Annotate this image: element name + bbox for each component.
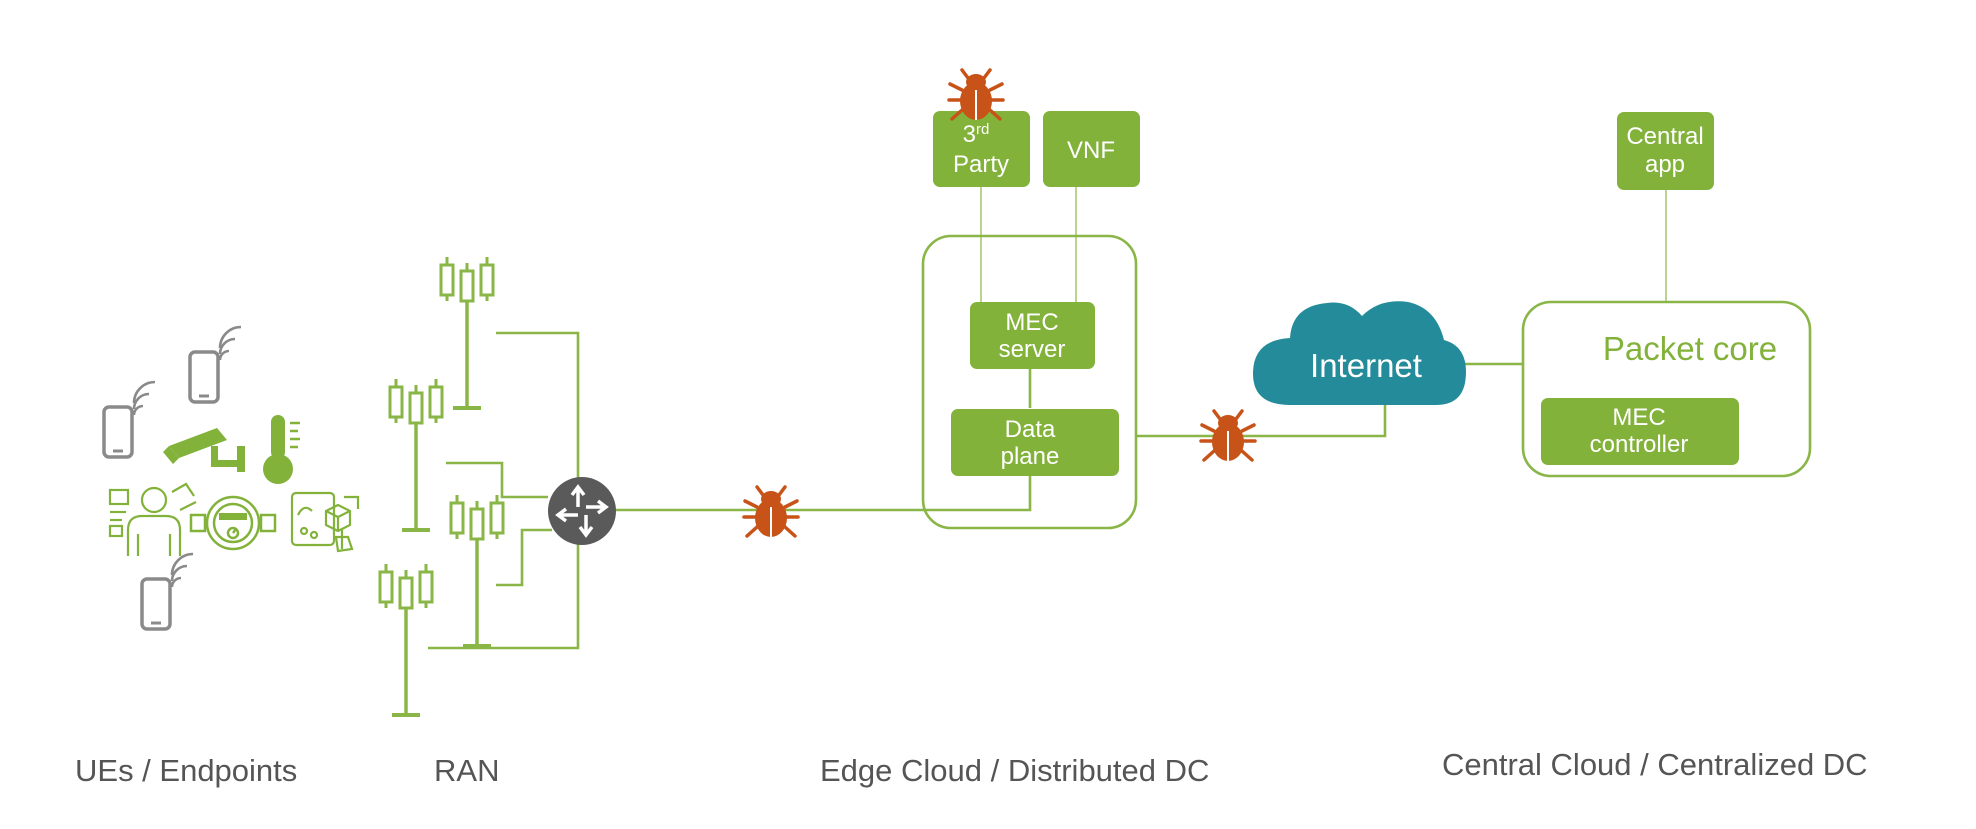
edge-to-internet-link [1136,405,1387,438]
packet-core-container [1521,300,1812,478]
person-ar-icon [108,482,197,556]
wifi-signal-icon [170,552,195,589]
central-app-box[interactable]: Central app [1617,112,1714,190]
mec-controller-label-2: controller [1590,431,1689,458]
thin-lines [980,186,1667,302]
ar-tablet-icon [290,491,360,553]
thermometer-icon [263,415,300,484]
central-app-label-2: app [1645,151,1685,178]
third-party-label: Party [953,151,1009,178]
tower1-link [496,331,580,485]
vnf-label: VNF [1067,137,1115,164]
router-icon[interactable] [548,477,616,545]
router-to-edge-link [616,476,1032,512]
third-party-sup-suffix: rd [976,121,989,138]
water-meter-icon [189,495,277,551]
bug-icon [947,68,1005,122]
vnf-box[interactable]: VNF [1043,111,1140,187]
data-plane-label-1: Data [1005,416,1056,443]
endpoint-devices [102,325,360,631]
mec-server-label-1: MEC [1005,309,1058,336]
smartphone-icon [140,577,172,631]
third-party-box[interactable]: 3rd Party [933,111,1030,187]
data-plane-label-2: plane [1001,443,1060,470]
edge-cloud-container [921,234,1138,530]
cell-tower-icon [388,377,444,532]
section-label-edge: Edge Cloud / Distributed DC [820,753,1209,788]
section-label-ran: RAN [434,753,499,788]
tower4-link [428,540,580,650]
packet-core-label: Packet core [1603,330,1777,367]
section-label-endpoints: UEs / Endpoints [75,753,297,788]
section-label-central: Central Cloud / Centralized DC [1442,747,1868,782]
tower3-link [496,528,552,587]
ran-towers [378,255,505,717]
cell-tower-icon [439,255,495,410]
mec-controller-label-1: MEC [1612,404,1665,431]
wifi-signal-icon [218,325,243,362]
security-camera-icon [163,428,245,472]
third-party-sup: 3 [963,121,976,148]
wifi-signal-icon [132,380,157,417]
bug-icon [742,485,800,539]
mec-controller-box[interactable]: MEC controller [1541,398,1739,465]
mec-server-label-2: server [999,336,1066,363]
smartphone-icon [188,350,220,404]
cell-tower-icon [378,562,434,717]
mec-server-box[interactable]: MEC server [970,302,1095,369]
tower2-link [446,461,548,499]
svg-text:3rd: 3rd [963,121,990,148]
central-app-label-1: Central [1626,123,1703,150]
internet-label: Internet [1310,347,1422,384]
data-plane-box[interactable]: Data plane [951,409,1119,476]
cell-tower-icon [449,493,505,648]
smartphone-icon [102,405,134,459]
cloud-icon[interactable]: Internet [1252,301,1466,405]
